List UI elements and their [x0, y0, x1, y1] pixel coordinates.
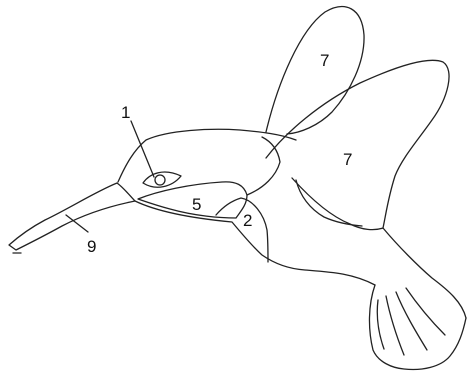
- label-upper-wing: 7: [320, 51, 329, 70]
- back-outline: [383, 228, 466, 318]
- throat-outline: [135, 201, 375, 285]
- neck-contour: [247, 137, 280, 195]
- tail-fan-outline: [369, 285, 466, 369]
- front-wing-outline: [266, 60, 449, 229]
- label-front-wing: 7: [343, 150, 352, 169]
- upper-wing-outline: [266, 7, 364, 134]
- beak-outline: [9, 183, 135, 250]
- label-beak: 9: [87, 237, 96, 256]
- tail-feather-1: [377, 300, 384, 349]
- label-throat: 2: [243, 211, 252, 230]
- label-cheek: 5: [192, 195, 201, 214]
- throat-patch-outline: [216, 198, 268, 262]
- tail-feather-3: [396, 292, 427, 350]
- body-inner-line: [296, 180, 362, 226]
- label-1-leader: [131, 121, 154, 177]
- label-eye: 1: [121, 103, 130, 122]
- label-9-leader: [66, 215, 88, 232]
- eye-pupil: [155, 175, 165, 185]
- tail-feather-4: [406, 288, 445, 335]
